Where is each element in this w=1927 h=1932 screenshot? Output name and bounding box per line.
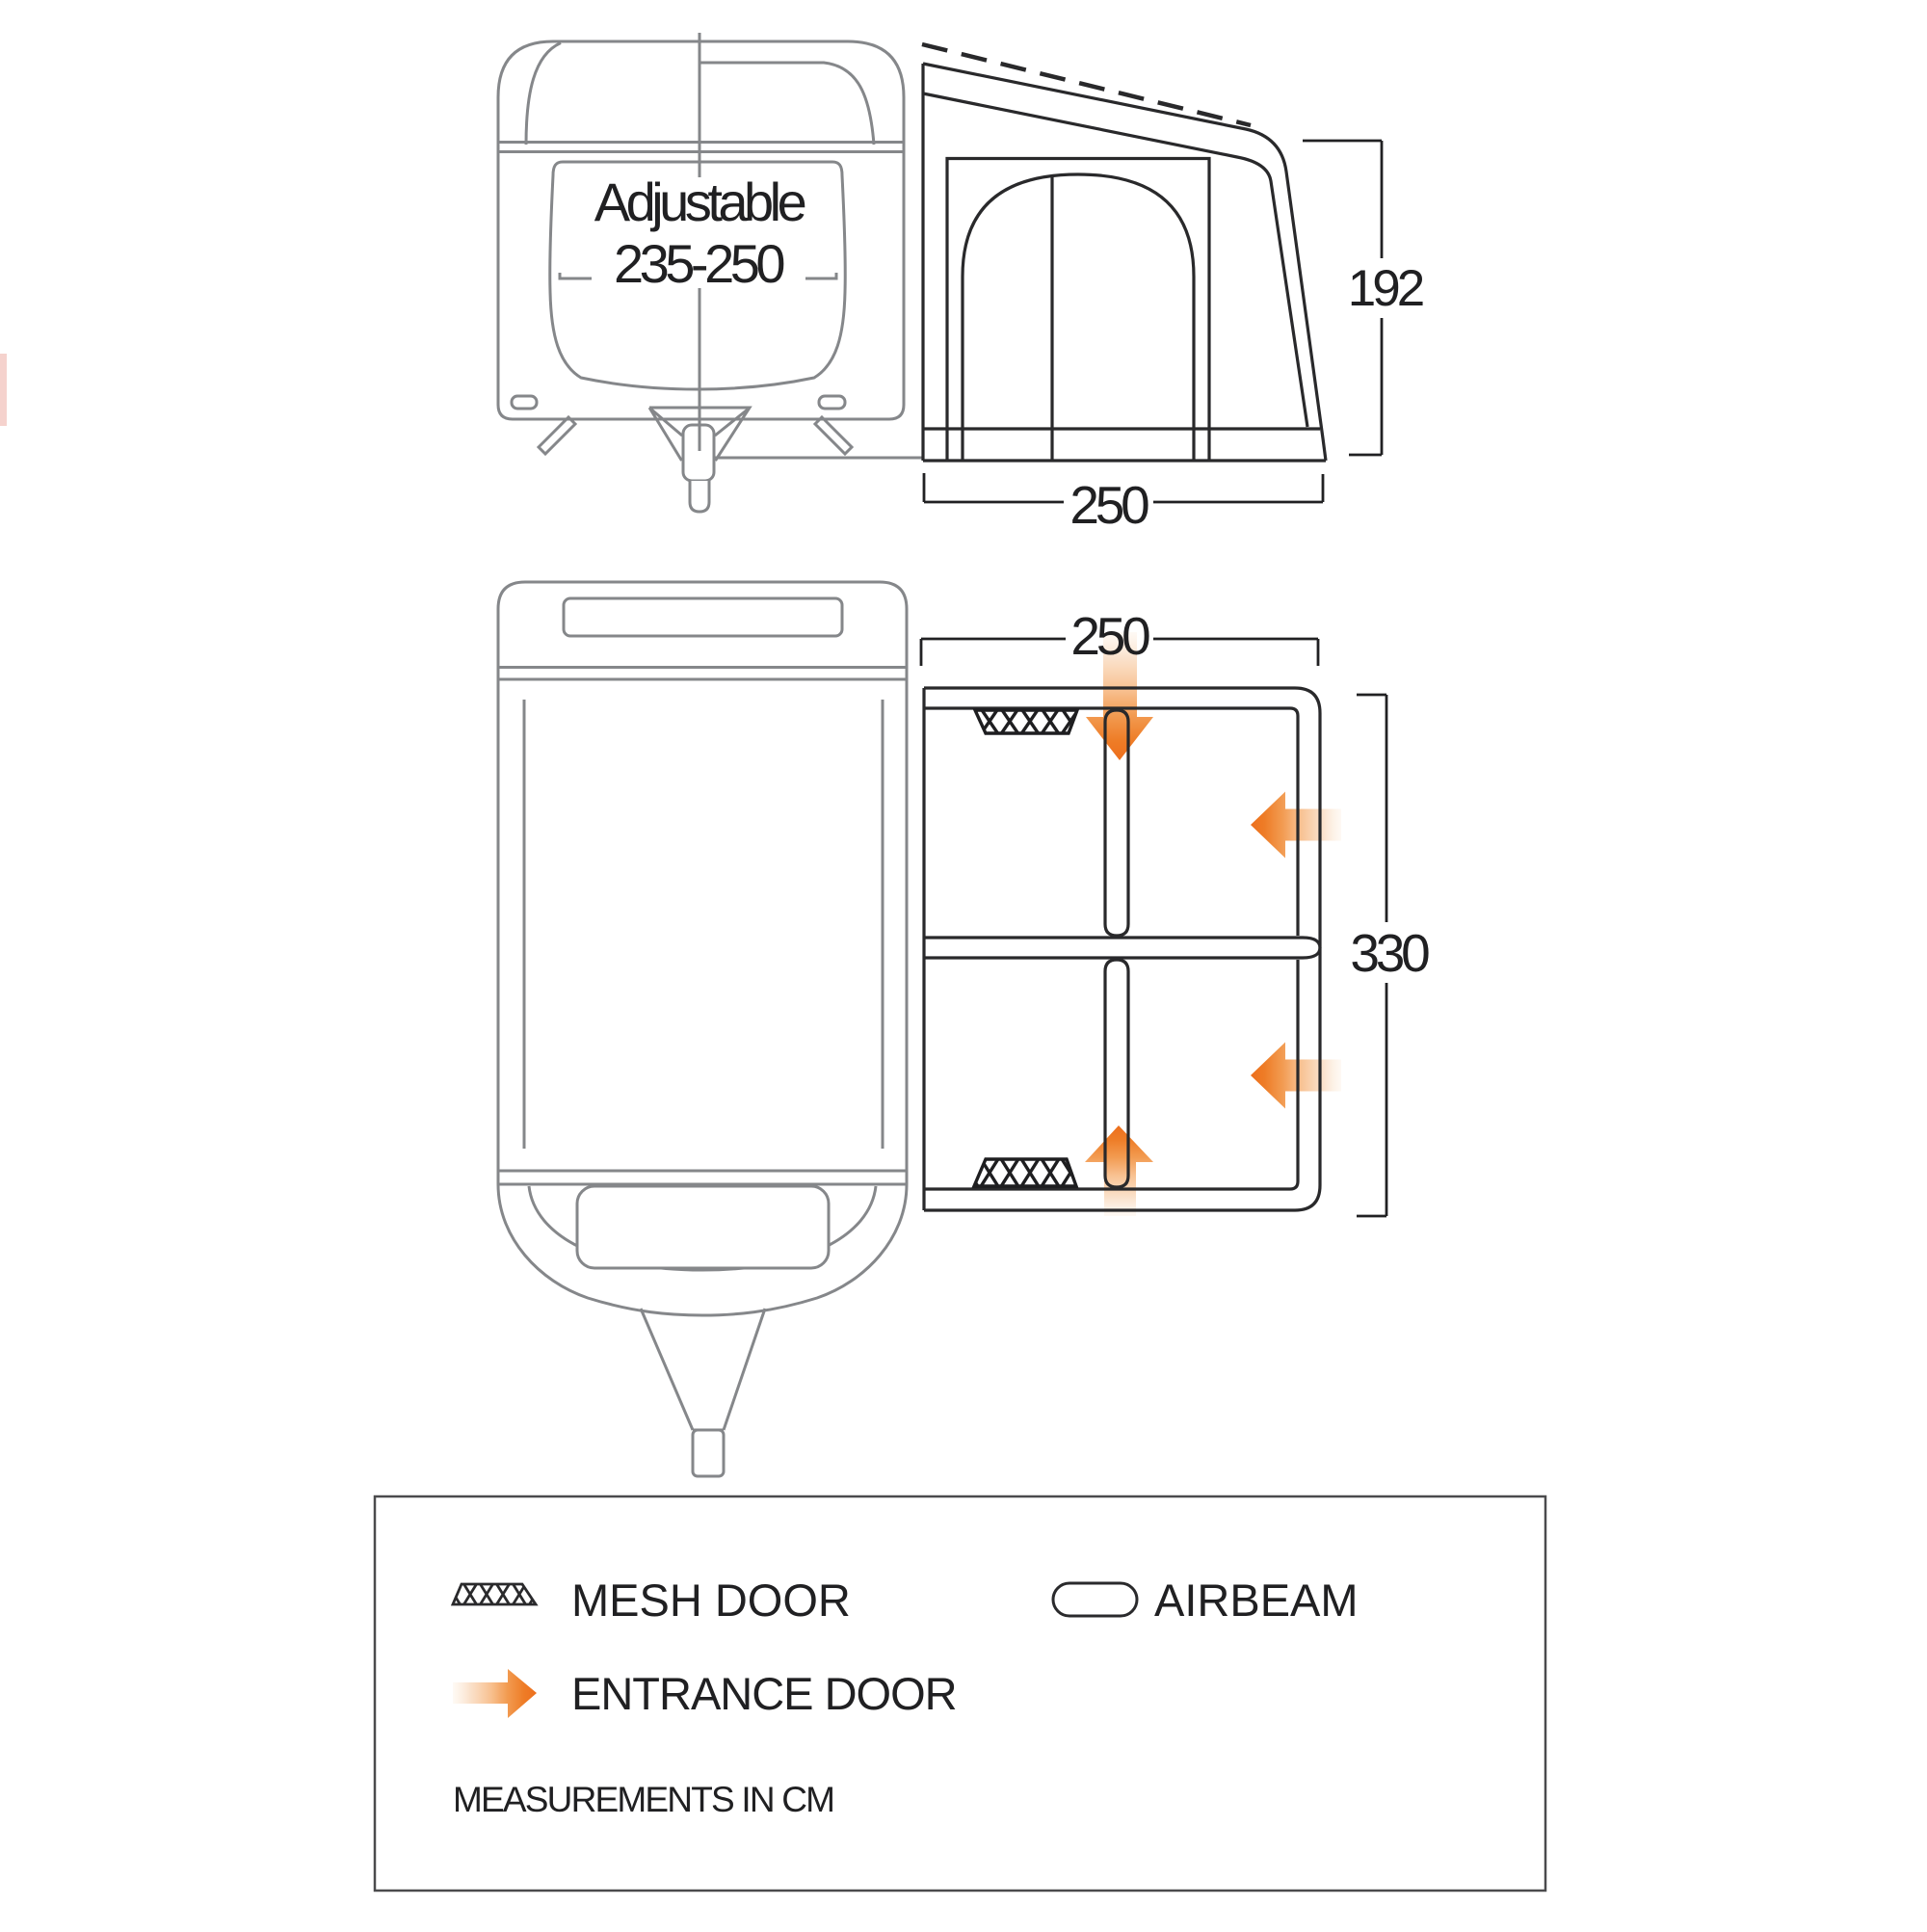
svg-text:250: 250 <box>1070 606 1149 666</box>
svg-text:192: 192 <box>1348 260 1423 317</box>
svg-text:ENTRANCE DOOR: ENTRANCE DOOR <box>571 1668 957 1719</box>
svg-text:235-250: 235-250 <box>614 233 783 294</box>
svg-text:AIRBEAM: AIRBEAM <box>1154 1575 1359 1626</box>
svg-text:330: 330 <box>1350 923 1429 983</box>
svg-text:Adjustable: Adjustable <box>594 172 805 232</box>
svg-text:MEASUREMENTS IN CM: MEASUREMENTS IN CM <box>453 1780 833 1819</box>
svg-text:250: 250 <box>1069 475 1148 535</box>
svg-text:MESH DOOR: MESH DOOR <box>571 1575 851 1626</box>
